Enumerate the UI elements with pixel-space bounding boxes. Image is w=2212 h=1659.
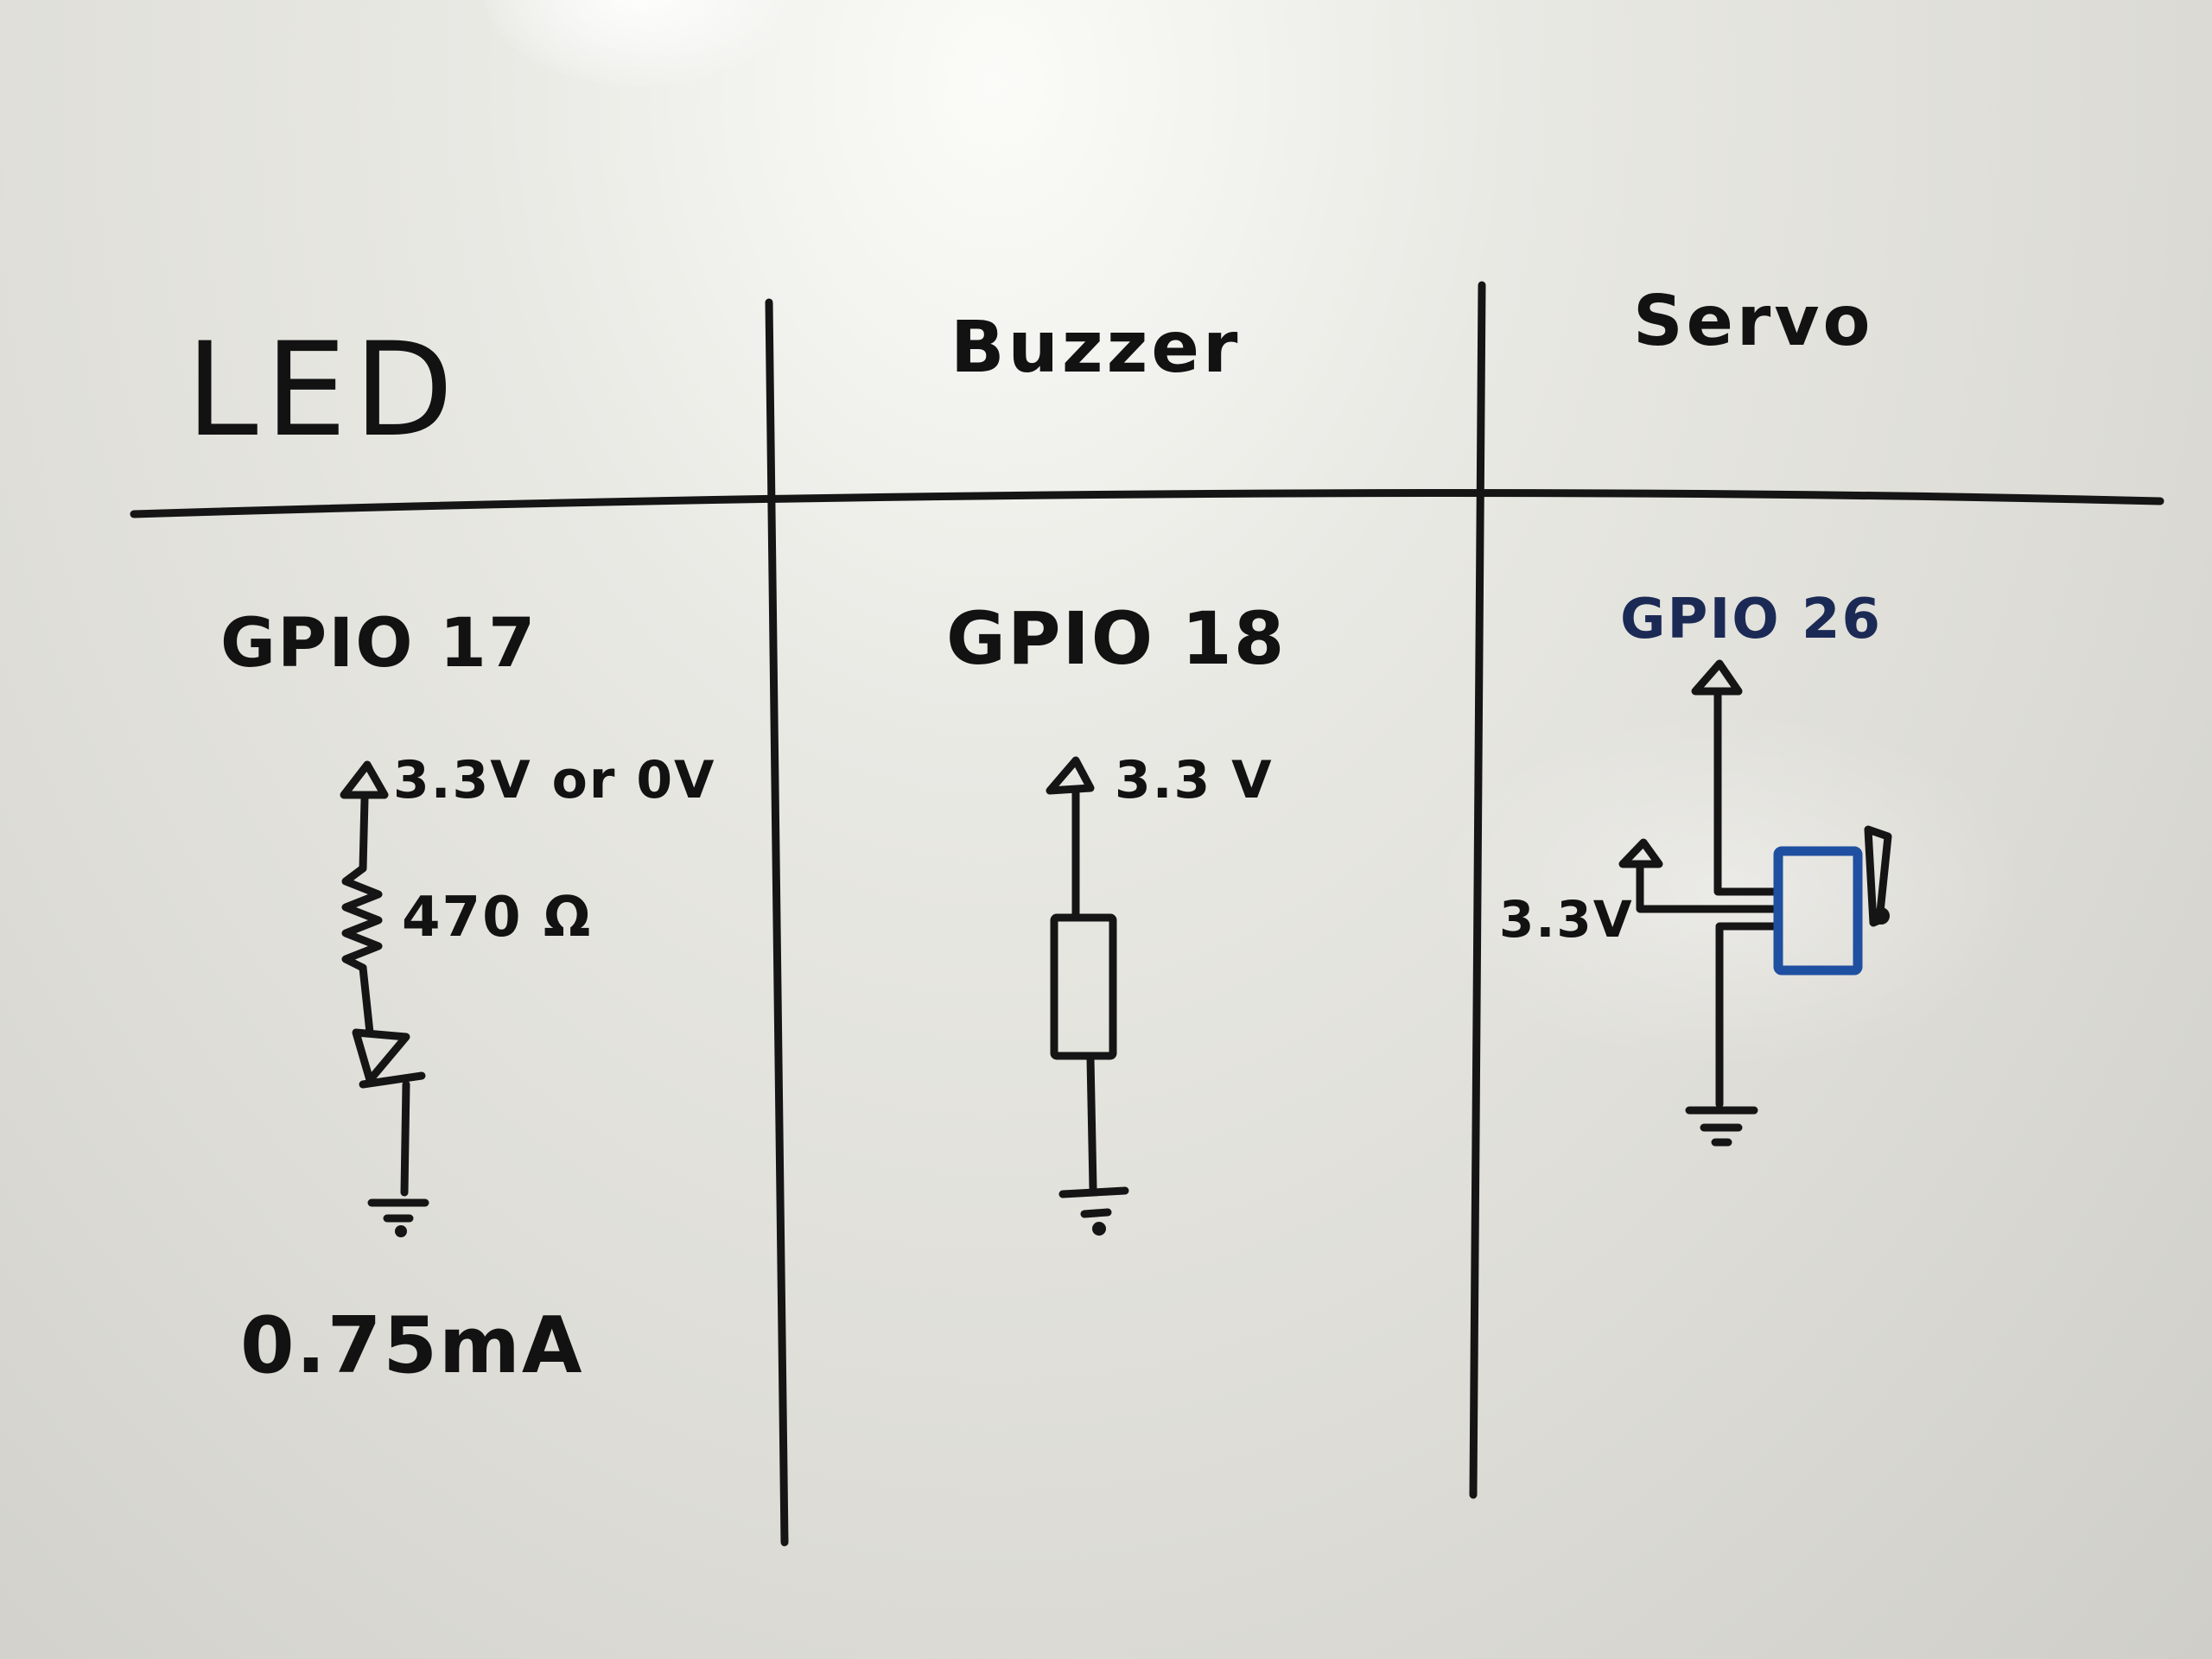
servo-signal-arrow bbox=[1691, 659, 1743, 696]
heading-led: LED bbox=[186, 315, 461, 466]
servo-horn-pivot bbox=[1872, 907, 1890, 925]
heading-buzzer: Buzzer bbox=[950, 307, 1242, 389]
led-ground-dot bbox=[395, 1225, 407, 1237]
servo-body-icon bbox=[1773, 846, 1863, 976]
led-ground-icon bbox=[367, 1198, 429, 1223]
servo-ground-icon bbox=[1685, 1106, 1758, 1147]
servo-signal-wire bbox=[1713, 691, 1780, 896]
led-resistor-icon bbox=[341, 864, 383, 972]
buzzer-pin-label: GPIO 18 bbox=[946, 596, 1287, 681]
led-current-label: 0.75mA bbox=[240, 1300, 584, 1391]
servo-ground-wire bbox=[1715, 922, 1780, 1109]
column-divider-left bbox=[765, 298, 789, 1547]
servo-supply-arrow bbox=[1618, 838, 1663, 868]
buzzer-circuit bbox=[1046, 756, 1129, 1236]
led-resistor-label: 470 Ω bbox=[402, 886, 593, 950]
buzzer-supply-arrow bbox=[1046, 756, 1095, 795]
header-divider-line bbox=[130, 489, 2164, 518]
led-wire-mid bbox=[359, 963, 374, 1037]
heading-servo: Servo bbox=[1633, 281, 1874, 361]
led-supply-arrow bbox=[340, 760, 389, 799]
led-wire-top bbox=[359, 795, 369, 873]
led-circuit bbox=[340, 760, 429, 1237]
servo-supply-wire bbox=[1636, 861, 1780, 913]
buzzer-wire-bottom bbox=[1086, 1054, 1097, 1192]
column-divider-right bbox=[1469, 281, 1486, 1499]
led-wire-bottom bbox=[400, 1080, 410, 1197]
led-diode-icon bbox=[352, 1028, 426, 1089]
buzzer-supply-label: 3.3 V bbox=[1115, 750, 1274, 810]
buzzer-ground-icon bbox=[1058, 1186, 1129, 1218]
buzzer-ground-dot bbox=[1092, 1222, 1106, 1236]
servo-supply-label: 3.3V bbox=[1499, 890, 1634, 949]
servo-pin-label: GPIO 26 bbox=[1620, 588, 1882, 652]
buzzer-box-icon bbox=[1050, 913, 1117, 1060]
led-pin-label: GPIO 17 bbox=[220, 605, 537, 683]
servo-circuit bbox=[1618, 659, 1892, 1147]
led-supply-label: 3.3V or 0V bbox=[393, 750, 716, 810]
